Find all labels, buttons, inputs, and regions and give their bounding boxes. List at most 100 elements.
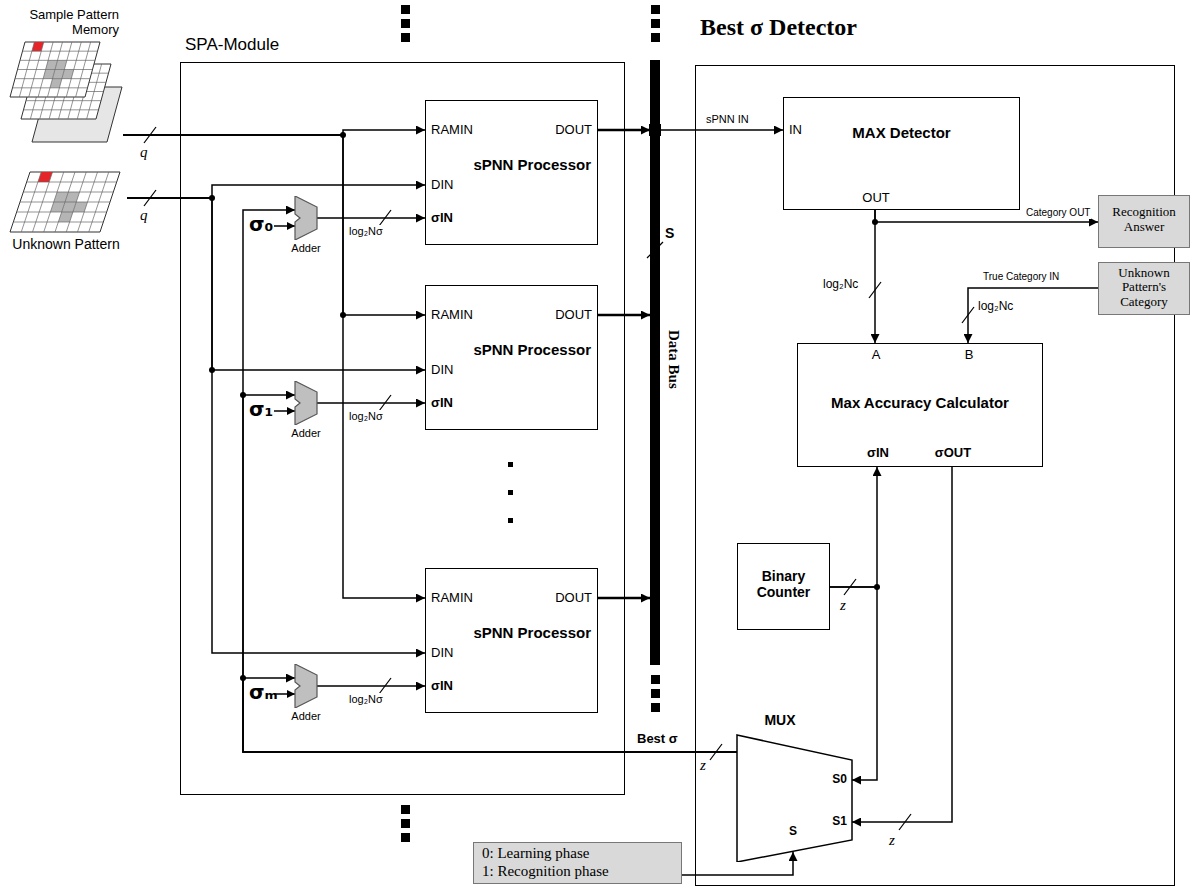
signal-label: S (665, 226, 674, 241)
node-text: DOUT (555, 591, 592, 606)
signal-label: q (140, 207, 148, 224)
processor-box: RAMIN DOUT sPNN ProcessorDIN σIN (425, 100, 598, 245)
node-text: σIN (431, 679, 453, 694)
memory-illustration: Sample Pattern Memory (5, 8, 123, 158)
ellipsis-dots (651, 703, 660, 712)
node-text: 1: Recognition phase (482, 863, 609, 880)
edge-label: Category OUT (1025, 207, 1091, 219)
adder-shape (295, 664, 317, 708)
signal-connector (317, 217, 425, 219)
grid-cell (73, 202, 88, 212)
node-text: MAX Detector (784, 124, 1019, 141)
node-text: Adder (291, 710, 320, 723)
adder-symbol: Adder (282, 381, 334, 445)
signal-connector (660, 129, 783, 131)
ellipsis-dots (651, 5, 660, 14)
node-text: Binary Counter (738, 568, 829, 600)
signal-connector (830, 467, 877, 587)
grid-line (26, 100, 101, 101)
node-text: B (965, 348, 974, 363)
node-text: sPNN Processor (473, 624, 591, 641)
signal-connector (123, 135, 425, 315)
signal-connector (968, 288, 1098, 343)
grid-line (13, 87, 88, 88)
pattern-illustration: Unknown Pattern (5, 168, 127, 273)
signal-connector (317, 402, 425, 404)
signal-connector (874, 210, 876, 343)
node-text: A (872, 348, 881, 363)
node-text: DOUT (555, 123, 592, 138)
node-text: 0: Learning phase (482, 845, 589, 862)
signal-connector (830, 587, 877, 780)
detector-frame: Best σ DetectorINMAX DetectorOUTABMax Ac… (695, 65, 1175, 886)
adder-shape (295, 381, 317, 425)
node-text: Data Bus (665, 330, 682, 389)
node-text: sPNN Processor (473, 156, 591, 173)
pattern-grid (10, 42, 122, 232)
node-text: DIN (431, 178, 453, 193)
grid-line (18, 69, 93, 70)
edge-label: log₂Nc (822, 278, 859, 292)
node-text: OUT (862, 191, 889, 206)
node-text: S0 (832, 773, 847, 787)
node-text: DOUT (555, 308, 592, 323)
node-text: DIN (431, 646, 453, 661)
signal-connector (317, 685, 425, 687)
grid-line (13, 222, 103, 223)
ellipsis-dots (508, 518, 513, 523)
sigma-input-arrow (274, 693, 295, 695)
node-text: Adder (291, 427, 320, 440)
node-text: σIN (867, 446, 889, 461)
node-text: sPNN Processor (473, 341, 591, 358)
signal-label: q (140, 144, 148, 161)
signal-connector (875, 210, 1098, 222)
adder-outline (282, 664, 334, 708)
node-text: Max Accuracy Calculator (798, 394, 1042, 411)
sigma-input-arrow (274, 226, 295, 694)
signal-label: z (700, 757, 706, 774)
ellipsis-dots (651, 689, 660, 698)
node-text: σIN (431, 211, 453, 226)
processor-box: RAMIN DOUT sPNN ProcessorDIN σIN (425, 568, 598, 713)
ellipsis-dots (651, 675, 660, 684)
ellipsis-dots (401, 19, 410, 28)
grid-line (23, 51, 98, 52)
grid-line (23, 192, 113, 193)
grid-sheet (10, 172, 120, 232)
output-box: Recognition Answer (1098, 195, 1190, 248)
mux-symbol: MUXS0S1S (730, 712, 860, 862)
module-frame: SPA-ModuleAdderRAMINDOUTsPNN ProcessorDI… (180, 62, 625, 795)
node-text: RAMIN (431, 123, 473, 138)
ellipsis-dots (651, 33, 660, 42)
mode-box: 0: Learning phase1: Recognition phase (473, 842, 682, 884)
edge-label: sPNN IN (705, 113, 750, 126)
signal-connector (598, 597, 650, 600)
grid-line (24, 109, 99, 110)
signal-connector (243, 395, 737, 752)
adder-symbol: Adder (282, 664, 334, 728)
grid-cell (65, 192, 80, 202)
signal-connector (123, 135, 425, 598)
node-text: Sample Pattern Memory (5, 8, 123, 38)
node-text: S (789, 825, 797, 839)
signal-connector (127, 198, 425, 370)
node-text: RAMIN (431, 591, 473, 606)
edge-label: Best σ (636, 732, 679, 747)
node-text: SPA-Module (185, 35, 279, 55)
signal-label: z (889, 832, 895, 849)
counter-box: Binary Counter (737, 543, 830, 630)
node-text: Recognition Answer (1099, 205, 1189, 235)
signal-connector (127, 185, 425, 198)
signal-label: σₘ (249, 681, 278, 703)
grid-line (20, 202, 110, 203)
grid-cell (38, 172, 53, 182)
mux-shape (737, 735, 852, 862)
signal-label: z (840, 597, 846, 614)
ellipsis-dots (401, 5, 660, 842)
signal-label: σ₁ (249, 398, 273, 420)
input-box: Unknown Pattern's Category (1098, 262, 1190, 315)
ellipsis-dots (508, 462, 513, 467)
node-text: σIN (431, 396, 453, 411)
ellipsis-dots (401, 33, 410, 42)
node-text: DIN (431, 363, 453, 378)
